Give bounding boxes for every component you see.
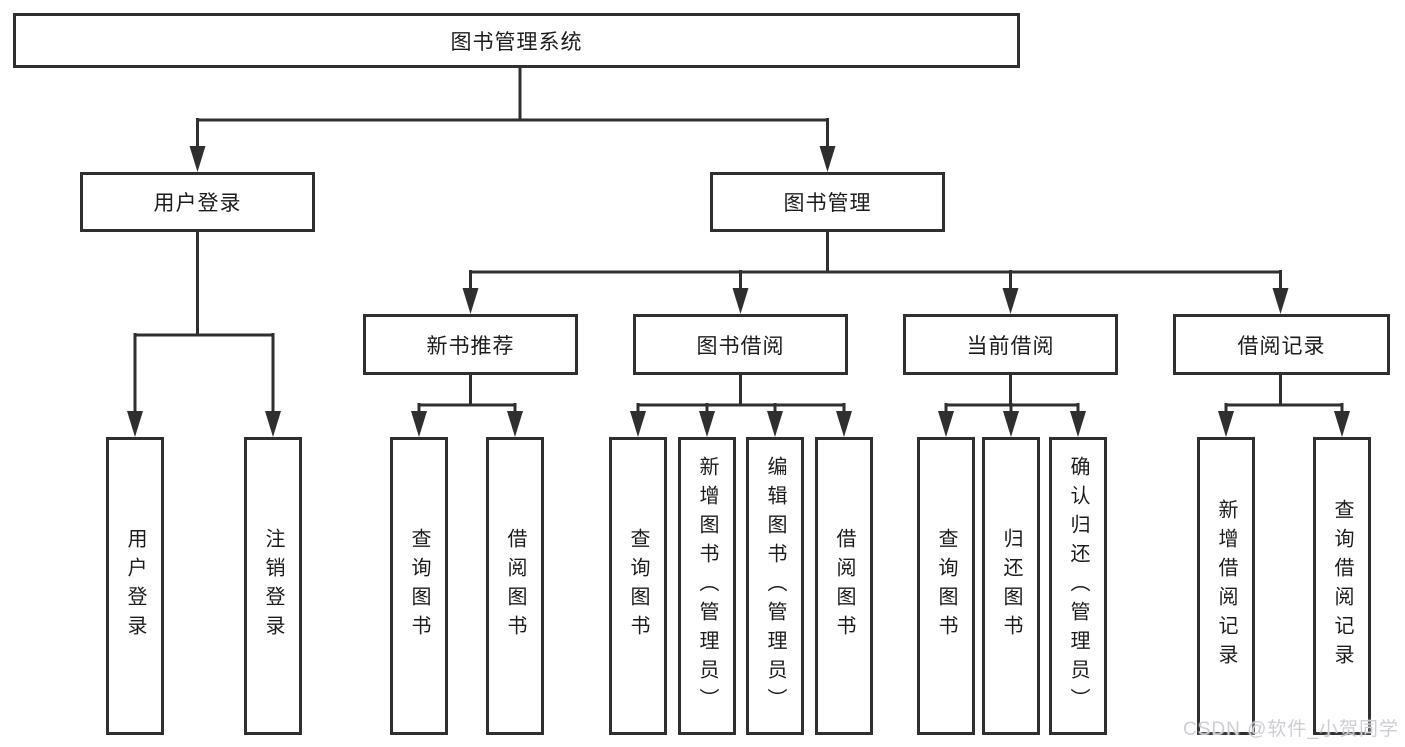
leaf-label: 归还图书 xyxy=(1000,528,1022,644)
leaf-label: 确认归还（管理员） xyxy=(1067,455,1089,717)
leaf-borrow-books-2: 借阅图书 xyxy=(815,437,873,735)
leaf-query-books-1: 查询图书 xyxy=(390,437,448,735)
leaf-query-borrow-record: 查询借阅记录 xyxy=(1313,437,1371,735)
node-current-borrow: 当前借阅 xyxy=(903,314,1118,375)
leaf-label: 新增图书（管理员） xyxy=(696,455,718,717)
leaf-logout: 注销登录 xyxy=(244,437,302,735)
leaf-label: 借阅图书 xyxy=(833,528,855,644)
leaf-confirm-return-admin: 确认归还（管理员） xyxy=(1049,437,1107,735)
leaf-label: 新增借阅记录 xyxy=(1215,499,1237,673)
leaf-label: 查询图书 xyxy=(408,528,430,644)
leaf-user-login: 用户登录 xyxy=(106,437,164,735)
leaf-return-books: 归还图书 xyxy=(982,437,1040,735)
leaf-label: 查询图书 xyxy=(627,528,649,644)
leaf-add-borrow-record: 新增借阅记录 xyxy=(1197,437,1255,735)
csdn-watermark: CSDN @软件_小贺同学 xyxy=(1183,719,1399,740)
connector-root-to-level2 xyxy=(189,68,836,172)
node-new-book-recommend: 新书推荐 xyxy=(363,314,578,375)
leaf-borrow-books-1: 借阅图书 xyxy=(486,437,544,735)
leaf-query-books-2: 查询图书 xyxy=(609,437,667,735)
node-book-management: 图书管理 xyxy=(710,172,945,232)
connector-user-login-children xyxy=(127,232,281,437)
node-root-system: 图书管理系统 xyxy=(13,13,1020,68)
connector-new-book-children xyxy=(411,375,523,437)
leaf-label: 编辑图书（管理员） xyxy=(764,455,786,717)
leaf-label: 用户登录 xyxy=(124,528,146,644)
leaf-query-books-3: 查询图书 xyxy=(917,437,975,735)
node-borrow-records: 借阅记录 xyxy=(1173,314,1390,375)
node-book-borrow: 图书借阅 xyxy=(633,314,848,375)
connector-borrow-children xyxy=(630,375,852,437)
connector-current-children xyxy=(938,375,1086,437)
leaf-label: 查询借阅记录 xyxy=(1331,499,1353,673)
leaf-label: 查询图书 xyxy=(935,528,957,644)
leaf-label: 注销登录 xyxy=(262,528,284,644)
connector-book-mgmt-children xyxy=(462,232,1289,314)
leaf-edit-books-admin: 编辑图书（管理员） xyxy=(746,437,804,735)
node-user-login: 用户登录 xyxy=(80,172,315,232)
connector-records-children xyxy=(1218,375,1350,437)
leaf-add-books-admin: 新增图书（管理员） xyxy=(678,437,736,735)
leaf-label: 借阅图书 xyxy=(504,528,526,644)
